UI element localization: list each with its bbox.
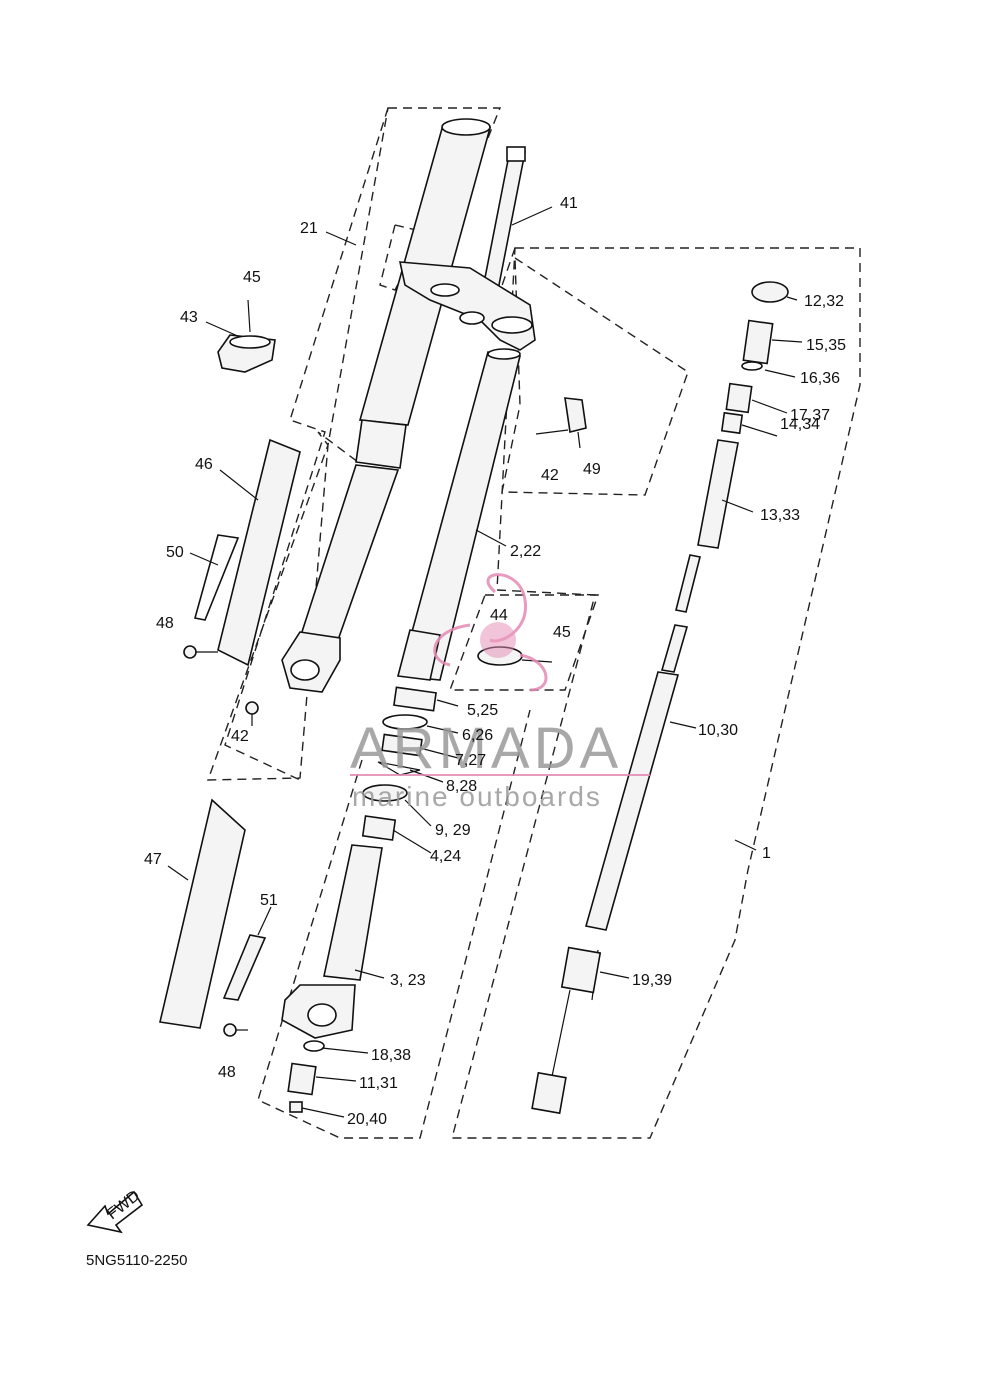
- callout-46: 46: [195, 456, 213, 473]
- fork-guard-47: [159, 798, 246, 1029]
- fork-guard-46: [217, 438, 301, 667]
- callout-42: 42: [541, 467, 559, 484]
- bracket-49: [535, 397, 587, 435]
- callout-44: 44: [490, 607, 508, 624]
- callout-15-35: 15,35: [806, 337, 846, 354]
- diagram-code: 5NG5110-2250: [86, 1252, 187, 1269]
- callout-6-26: 6,26: [462, 727, 493, 744]
- callout-43: 43: [180, 309, 198, 326]
- callout-10-30: 10,30: [698, 722, 738, 739]
- callout-21: 21: [300, 220, 318, 237]
- callout-18-38: 18,38: [371, 1047, 411, 1064]
- callout-48b: 48: [218, 1064, 236, 1081]
- damper-cartridge: [531, 281, 789, 1115]
- bolts: [183, 645, 259, 1037]
- callout-45: 45: [243, 269, 261, 286]
- inner-tube-2-22: [396, 348, 521, 681]
- callout-16-36: 16,36: [800, 370, 840, 387]
- callout-14-34: 14,34: [780, 416, 820, 433]
- callout-47: 47: [144, 851, 162, 868]
- callout-51: 51: [260, 892, 278, 909]
- callout-17-37: 17,37: [790, 407, 830, 424]
- callout-45b: 45: [553, 624, 571, 641]
- watermark-brand: ARMADA: [350, 716, 622, 781]
- callout-5-25: 5,25: [467, 702, 498, 719]
- callout-19-39: 19,39: [632, 972, 672, 989]
- callout-1: 1: [762, 845, 771, 862]
- watermark: ARMADA marine outboards: [350, 573, 650, 812]
- clamp-43: [217, 299, 276, 373]
- callout-20-40: 20,40: [347, 1111, 387, 1128]
- callout-49: 49: [583, 461, 601, 478]
- callout-13-33: 13,33: [760, 507, 800, 524]
- callout-50: 50: [166, 544, 184, 561]
- callout-3-23: 3, 23: [390, 972, 426, 989]
- callout-labels: 21 41 45 43 12,32 15,35 16,36 17,37 14,3…: [144, 195, 846, 1128]
- callout-8-28: 8,28: [446, 778, 477, 795]
- callout-2-22: 2,22: [510, 543, 541, 560]
- callout-11-31: 11,31: [359, 1075, 398, 1092]
- steering-stem-41: [398, 146, 536, 351]
- callout-42b: 42: [231, 728, 249, 745]
- callout-7-27: 7,27: [455, 752, 486, 769]
- callout-48: 48: [156, 615, 174, 632]
- lower-fork-tube-3-23: [281, 844, 383, 1113]
- forward-arrow-icon: FWD: [86, 1187, 143, 1234]
- decal-50: [193, 534, 240, 621]
- callout-9-29: 9, 29: [435, 822, 471, 839]
- callout-41: 41: [560, 195, 578, 212]
- decal-51: [222, 934, 267, 1001]
- callout-12-32: 12,32: [804, 293, 844, 310]
- callout-4-24: 4,24: [430, 848, 461, 865]
- watermark-tagline: marine outboards: [352, 781, 602, 812]
